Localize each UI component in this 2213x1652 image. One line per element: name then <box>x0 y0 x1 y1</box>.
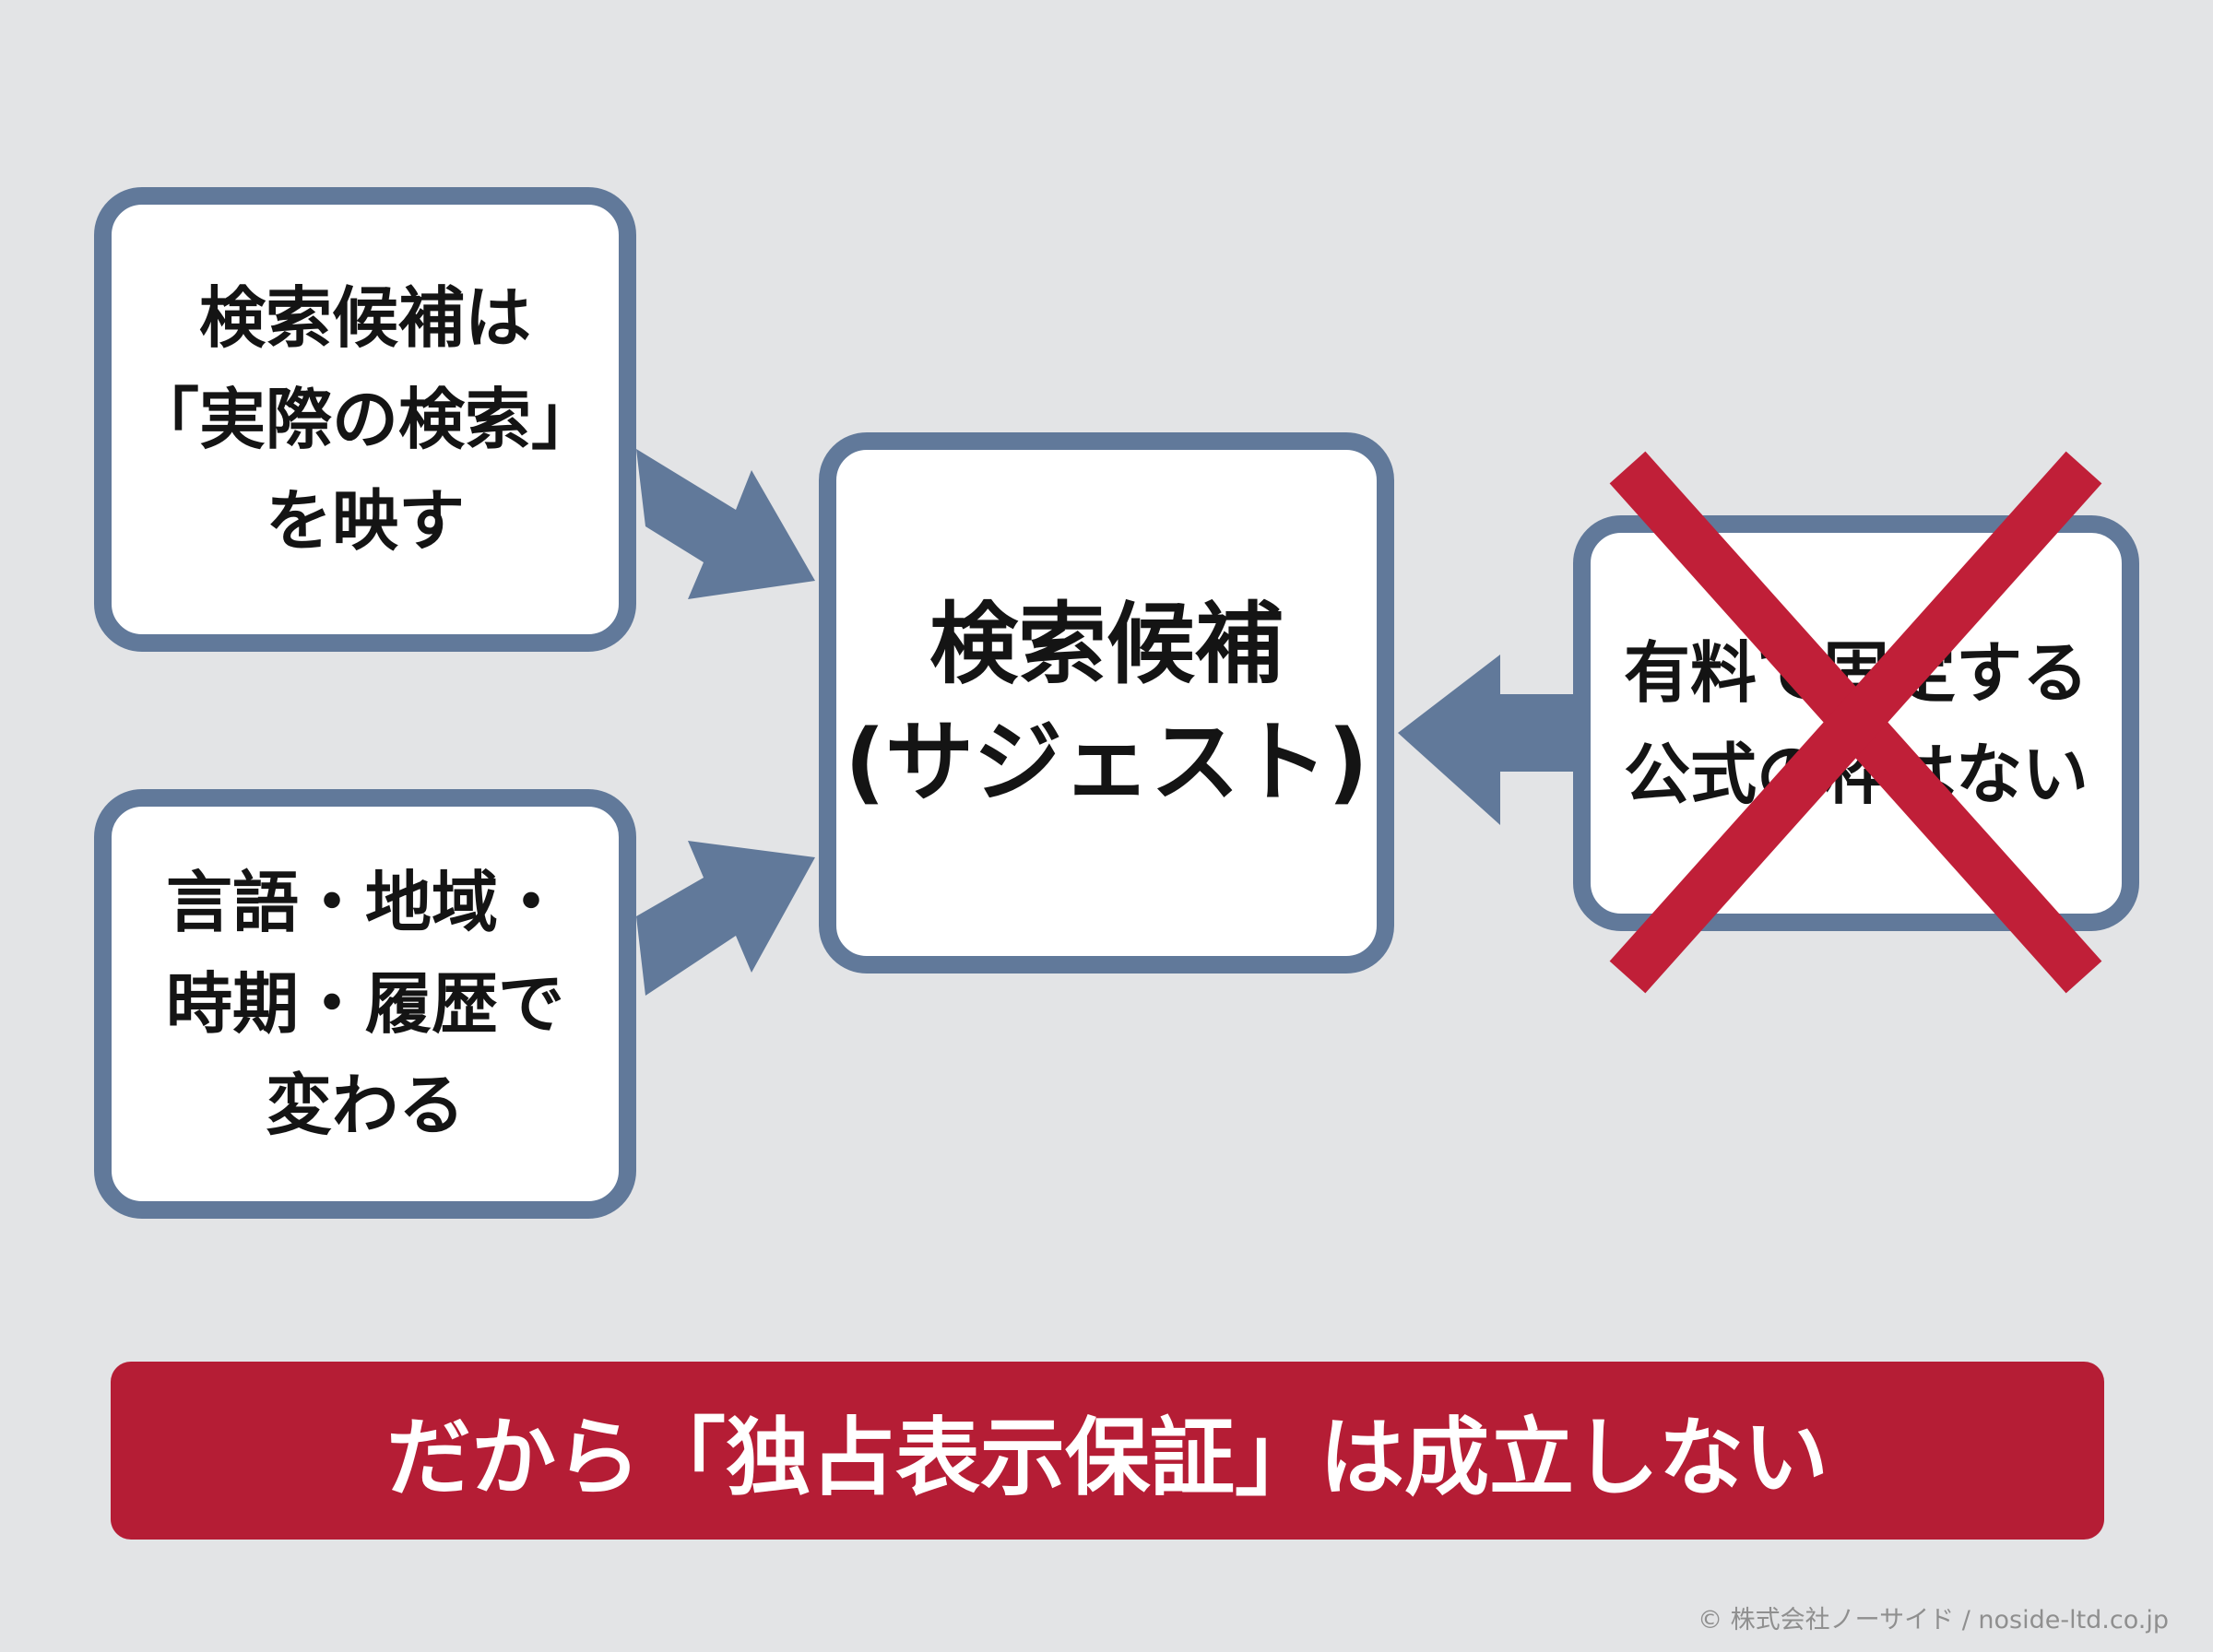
no-paid-slot-box: 有料で固定する 公式の枠はない <box>1573 515 2139 931</box>
box-line: 公式の枠はない <box>1623 735 2089 813</box>
box-line: 時期・履歴で <box>165 965 564 1043</box>
box-line: 検索候補 <box>929 592 1284 696</box>
box-line: 変わる <box>265 1067 465 1144</box>
banner-text: だから「独占表示保証」は成立しない <box>385 1409 1828 1507</box>
variation-box: 言語・地域・ 時期・履歴で 変わる <box>94 789 636 1219</box>
arrow-right-icon <box>636 841 815 996</box>
box-line: 有料で固定する <box>1623 633 2089 712</box>
box-line: を映す <box>265 482 465 560</box>
box-line: 言語・地域・ <box>165 864 564 941</box>
box-line: 検索候補は <box>198 279 531 357</box>
box-line: (サジェスト) <box>845 710 1368 814</box>
conclusion-banner: だから「独占表示保証」は成立しない <box>111 1362 2104 1540</box>
box-line: 「実際の検索」 <box>132 381 598 458</box>
search-reflection-box: 検索候補は 「実際の検索」 を映す <box>94 187 636 652</box>
arrow-right-icon <box>636 449 815 599</box>
suggest-center-box: 検索候補 (サジェスト) <box>819 432 1394 974</box>
arrow-left-icon <box>1398 655 1573 825</box>
copyright-notice: © 株式会社ノーサイド / noside-ltd.co.jp <box>1698 1606 2169 1634</box>
